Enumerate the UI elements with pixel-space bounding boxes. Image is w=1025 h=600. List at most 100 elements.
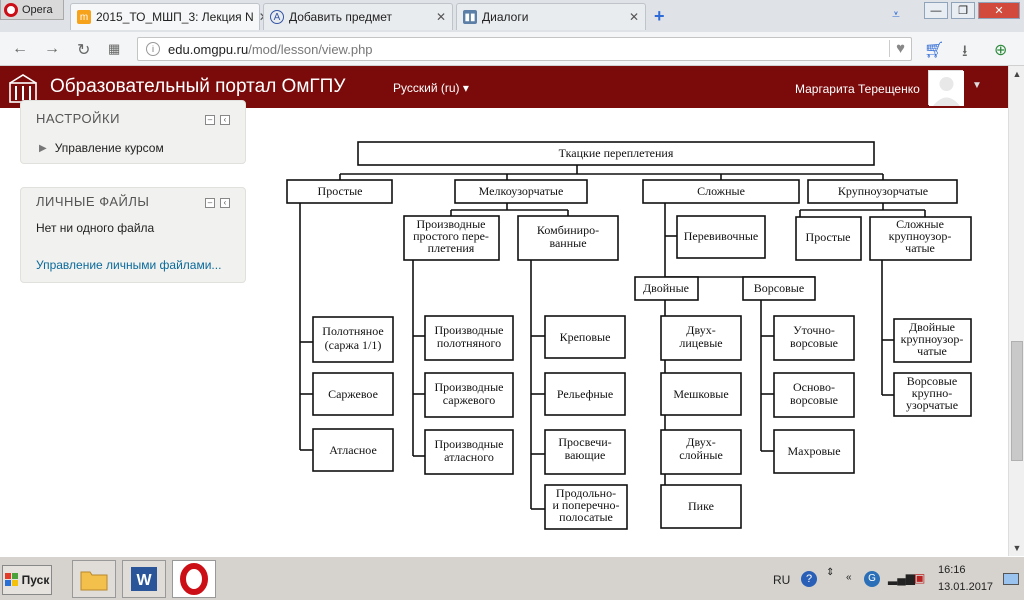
block-dock-icon[interactable]: – [205,198,215,208]
node-polotnyanoe: Полотняное (саржа 1/1) [312,316,394,363]
url-path: /mod/lesson/view.php [248,41,373,57]
taskbar-explorer[interactable] [72,560,116,598]
address-field[interactable]: i edu.omgpu.ru/mod/lesson/view.php ♥ [137,37,912,61]
tab-add-subject[interactable]: A Добавить предмет ✕ [263,3,453,30]
opera-logo-icon [4,2,18,17]
node-dvoynye: Двойные [634,276,699,301]
language-menu[interactable]: Русский (ru) ▾ [393,81,469,95]
node-melkouzorchatye: Мелкоузорчатые [454,179,588,204]
forward-icon[interactable]: → [44,40,60,57]
node-osnovo-vorsovye: Осново- ворсовые [773,372,855,418]
new-tab-plus-icon[interactable]: + [654,6,665,26]
tab-dialogs[interactable]: ▮▮ Диалоги ✕ [456,3,646,30]
tray-arrows-icon[interactable]: ⇕ [826,567,835,578]
course-admin-item[interactable]: ▶ Управление курсом [39,141,164,155]
node-label: Просвечи- [558,435,611,449]
clock-time[interactable]: 16:16 [938,564,966,576]
antivirus-icon[interactable]: ▣ [914,571,926,585]
node-label: Уточно- [793,323,835,337]
node-label: крупноузор- [901,332,964,346]
start-button[interactable]: Пуск [2,565,52,595]
scroll-down-icon[interactable]: ▼ [1012,543,1022,553]
back-icon[interactable]: ← [12,40,28,57]
site-info-icon[interactable]: i [146,42,160,56]
manage-files-link[interactable]: Управление личными файлами... [36,258,222,272]
node-vorsovye-krupnouzorchatye: Ворсовые крупно- узорчатые [893,372,972,417]
node-krepovye: Креповые [544,315,626,359]
block-dock-icon[interactable]: – [205,115,215,125]
taskbar-opera[interactable] [172,560,216,598]
maximize-icon[interactable]: ❐ [951,2,975,19]
node-label: Двух- [686,323,715,337]
download-icon[interactable]: ⭳ [962,43,968,60]
node-label: саржевого [443,393,495,407]
user-menu-caret-icon[interactable]: ▼ [972,80,982,91]
scroll-up-icon[interactable]: ▲ [1012,69,1022,79]
cart-icon[interactable]: 🛒︎ [924,42,945,59]
network-signal-icon[interactable]: ▂▄▆ [888,571,915,585]
show-desktop-icon[interactable] [1003,573,1019,585]
user-name[interactable]: Маргарита Терещенко [795,82,920,96]
node-label: Производные [435,380,504,394]
user-silhouette-icon [929,71,964,106]
extension-icon[interactable]: ⊕ [994,42,1008,59]
node-label: Производные [417,217,486,231]
word-icon: W [131,567,157,591]
page-scrollbar[interactable]: ▲ ▼ [1008,66,1024,556]
tab-title: 2015_ТО_МШП_3: Лекция N [96,10,254,24]
node-proizvodnye-prostogo: Производные простого пере- плетения [403,215,500,261]
private-files-block: ЛИЧНЫЕ ФАЙЛЫ – ‹ Нет ни одного файла Упр… [20,187,246,283]
node-label: Рельефные [557,387,613,401]
node-label: Полотняное [322,324,383,338]
node-label: Саржевое [328,387,378,401]
node-relefnye: Рельефные [544,372,626,416]
avatar[interactable] [928,70,964,106]
node-label: простого пере- [413,229,489,243]
close-tab-icon[interactable]: ✕ [435,10,446,24]
node-label: крупноузор- [889,229,952,243]
language-indicator[interactable]: RU [773,573,791,587]
node-proizvodnye-atlasnogo: Производные атласного [424,429,514,475]
close-window-icon[interactable]: ✕ [978,2,1020,19]
node-label: Комбиниро- [537,223,599,237]
tab-title: Добавить предмет [289,10,392,24]
tab-title: Диалоги [482,10,529,24]
node-label: Креповые [560,330,611,344]
node-label: Перевивочные [684,229,759,243]
node-sarzhevoe: Саржевое [312,372,394,416]
node-label: Производные [435,323,504,337]
bookmark-heart-icon[interactable]: ♥ [889,40,905,57]
node-label: Мешковые [673,387,728,401]
node-label: узорчатые [906,398,958,412]
close-tab-icon[interactable]: ✕ [628,10,639,24]
svg-text:W: W [136,572,152,589]
node-dvukhsloynye: Двух- слойные [660,429,742,475]
block-collapse-icon[interactable]: ‹ [220,198,230,208]
node-label: полотняного [437,336,501,350]
node-label: Сложные [896,217,944,231]
clock-date[interactable]: 13.01.2017 [938,581,994,593]
site-title[interactable]: Образовательный портал ОмГПУ [50,76,346,97]
help-icon[interactable]: ? [801,571,817,587]
moodle-favicon-icon: m [77,10,91,24]
minimize-icon[interactable]: — [924,2,948,19]
node-label: вающие [565,448,606,462]
tray-expand-icon[interactable]: « [846,572,852,583]
node-label: слойные [679,448,723,462]
opera-menu-button[interactable]: Opera [0,0,64,20]
node-meshkovye: Мешковые [660,372,742,416]
scroll-thumb[interactable] [1011,341,1023,461]
block-collapse-icon[interactable]: ‹ [220,115,230,125]
system-tray: RU ? ⇕ « G ▂▄▆ ▣ 16:16 13.01.2017 [766,561,1022,599]
speed-dial-grid-icon[interactable]: ▦ [108,41,121,56]
tray-app-icon[interactable]: G [864,571,880,587]
taskbar-word[interactable]: W [122,560,166,598]
triangle-right-icon: ▶ [39,142,47,154]
opera-icon [180,563,208,595]
node-label: атласного [444,450,494,464]
reload-icon[interactable]: ↻ [77,42,91,59]
settings-block: НАСТРОЙКИ – ‹ ▶ Управление курсом [20,100,246,164]
tab-menu-icon[interactable]: ⩡ [892,6,900,22]
node-perevivochnye: Перевивочные [676,215,766,259]
tab-lesson[interactable]: m 2015_ТО_МШП_3: Лекция N ✕ [70,3,269,30]
